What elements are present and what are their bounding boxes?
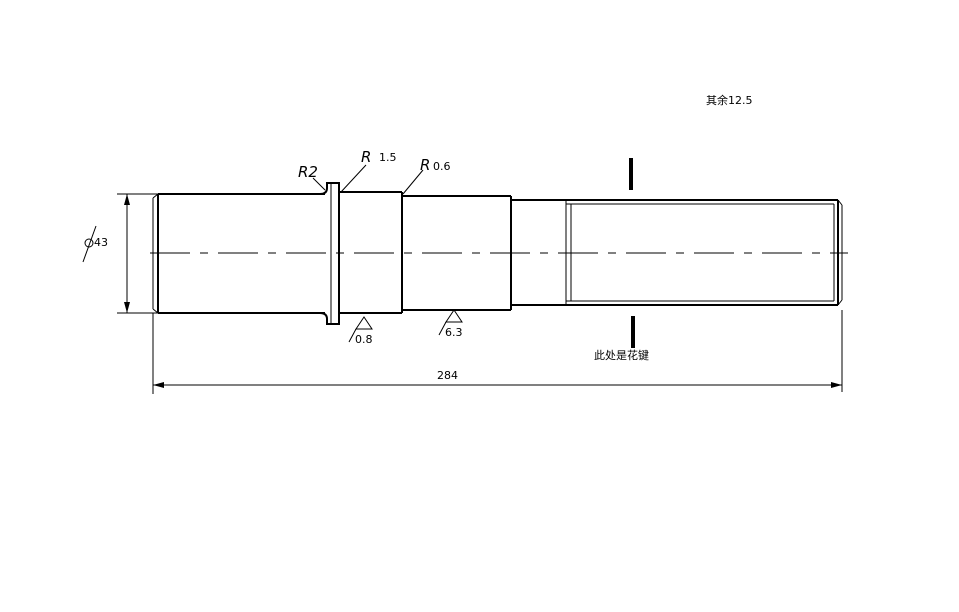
radius-0-6-callout: R 0.6: [402, 156, 451, 195]
roughness-0-8-label: 0.8: [355, 333, 373, 346]
radius-r2-label: R2: [298, 163, 318, 181]
shaft-collar: [319, 182, 402, 325]
roughness-6-3: 6.3: [438, 309, 463, 339]
roughness-6-3-label: 6.3: [445, 326, 463, 339]
default-roughness-note: 其余12.5: [706, 93, 753, 107]
shaft-left-section: [152, 193, 325, 314]
shaft-middle-section: [401, 192, 512, 313]
length-dimension: 284: [152, 310, 843, 394]
radius-0-6-label: 0.6: [433, 160, 451, 173]
roughness-triangle-icon: [355, 316, 373, 330]
diameter-symbol-icon: [84, 238, 94, 248]
radius-symbol-r: R: [420, 156, 430, 174]
roughness-0-8: 0.8: [348, 316, 373, 346]
length-value: 284: [437, 369, 458, 382]
radius-1-5-callout: R 1.5: [340, 148, 397, 193]
radius-symbol-r: R: [361, 148, 371, 166]
radius-r2-callout: R2: [298, 163, 326, 191]
shaft-spline-section: [511, 199, 843, 306]
spline-note: 此处是花键: [594, 348, 649, 362]
diameter-value: 43: [94, 236, 108, 249]
roughness-triangle-icon: [445, 309, 463, 323]
radius-1-5-label: 1.5: [379, 151, 397, 164]
diameter-dimension: 43: [82, 193, 158, 314]
